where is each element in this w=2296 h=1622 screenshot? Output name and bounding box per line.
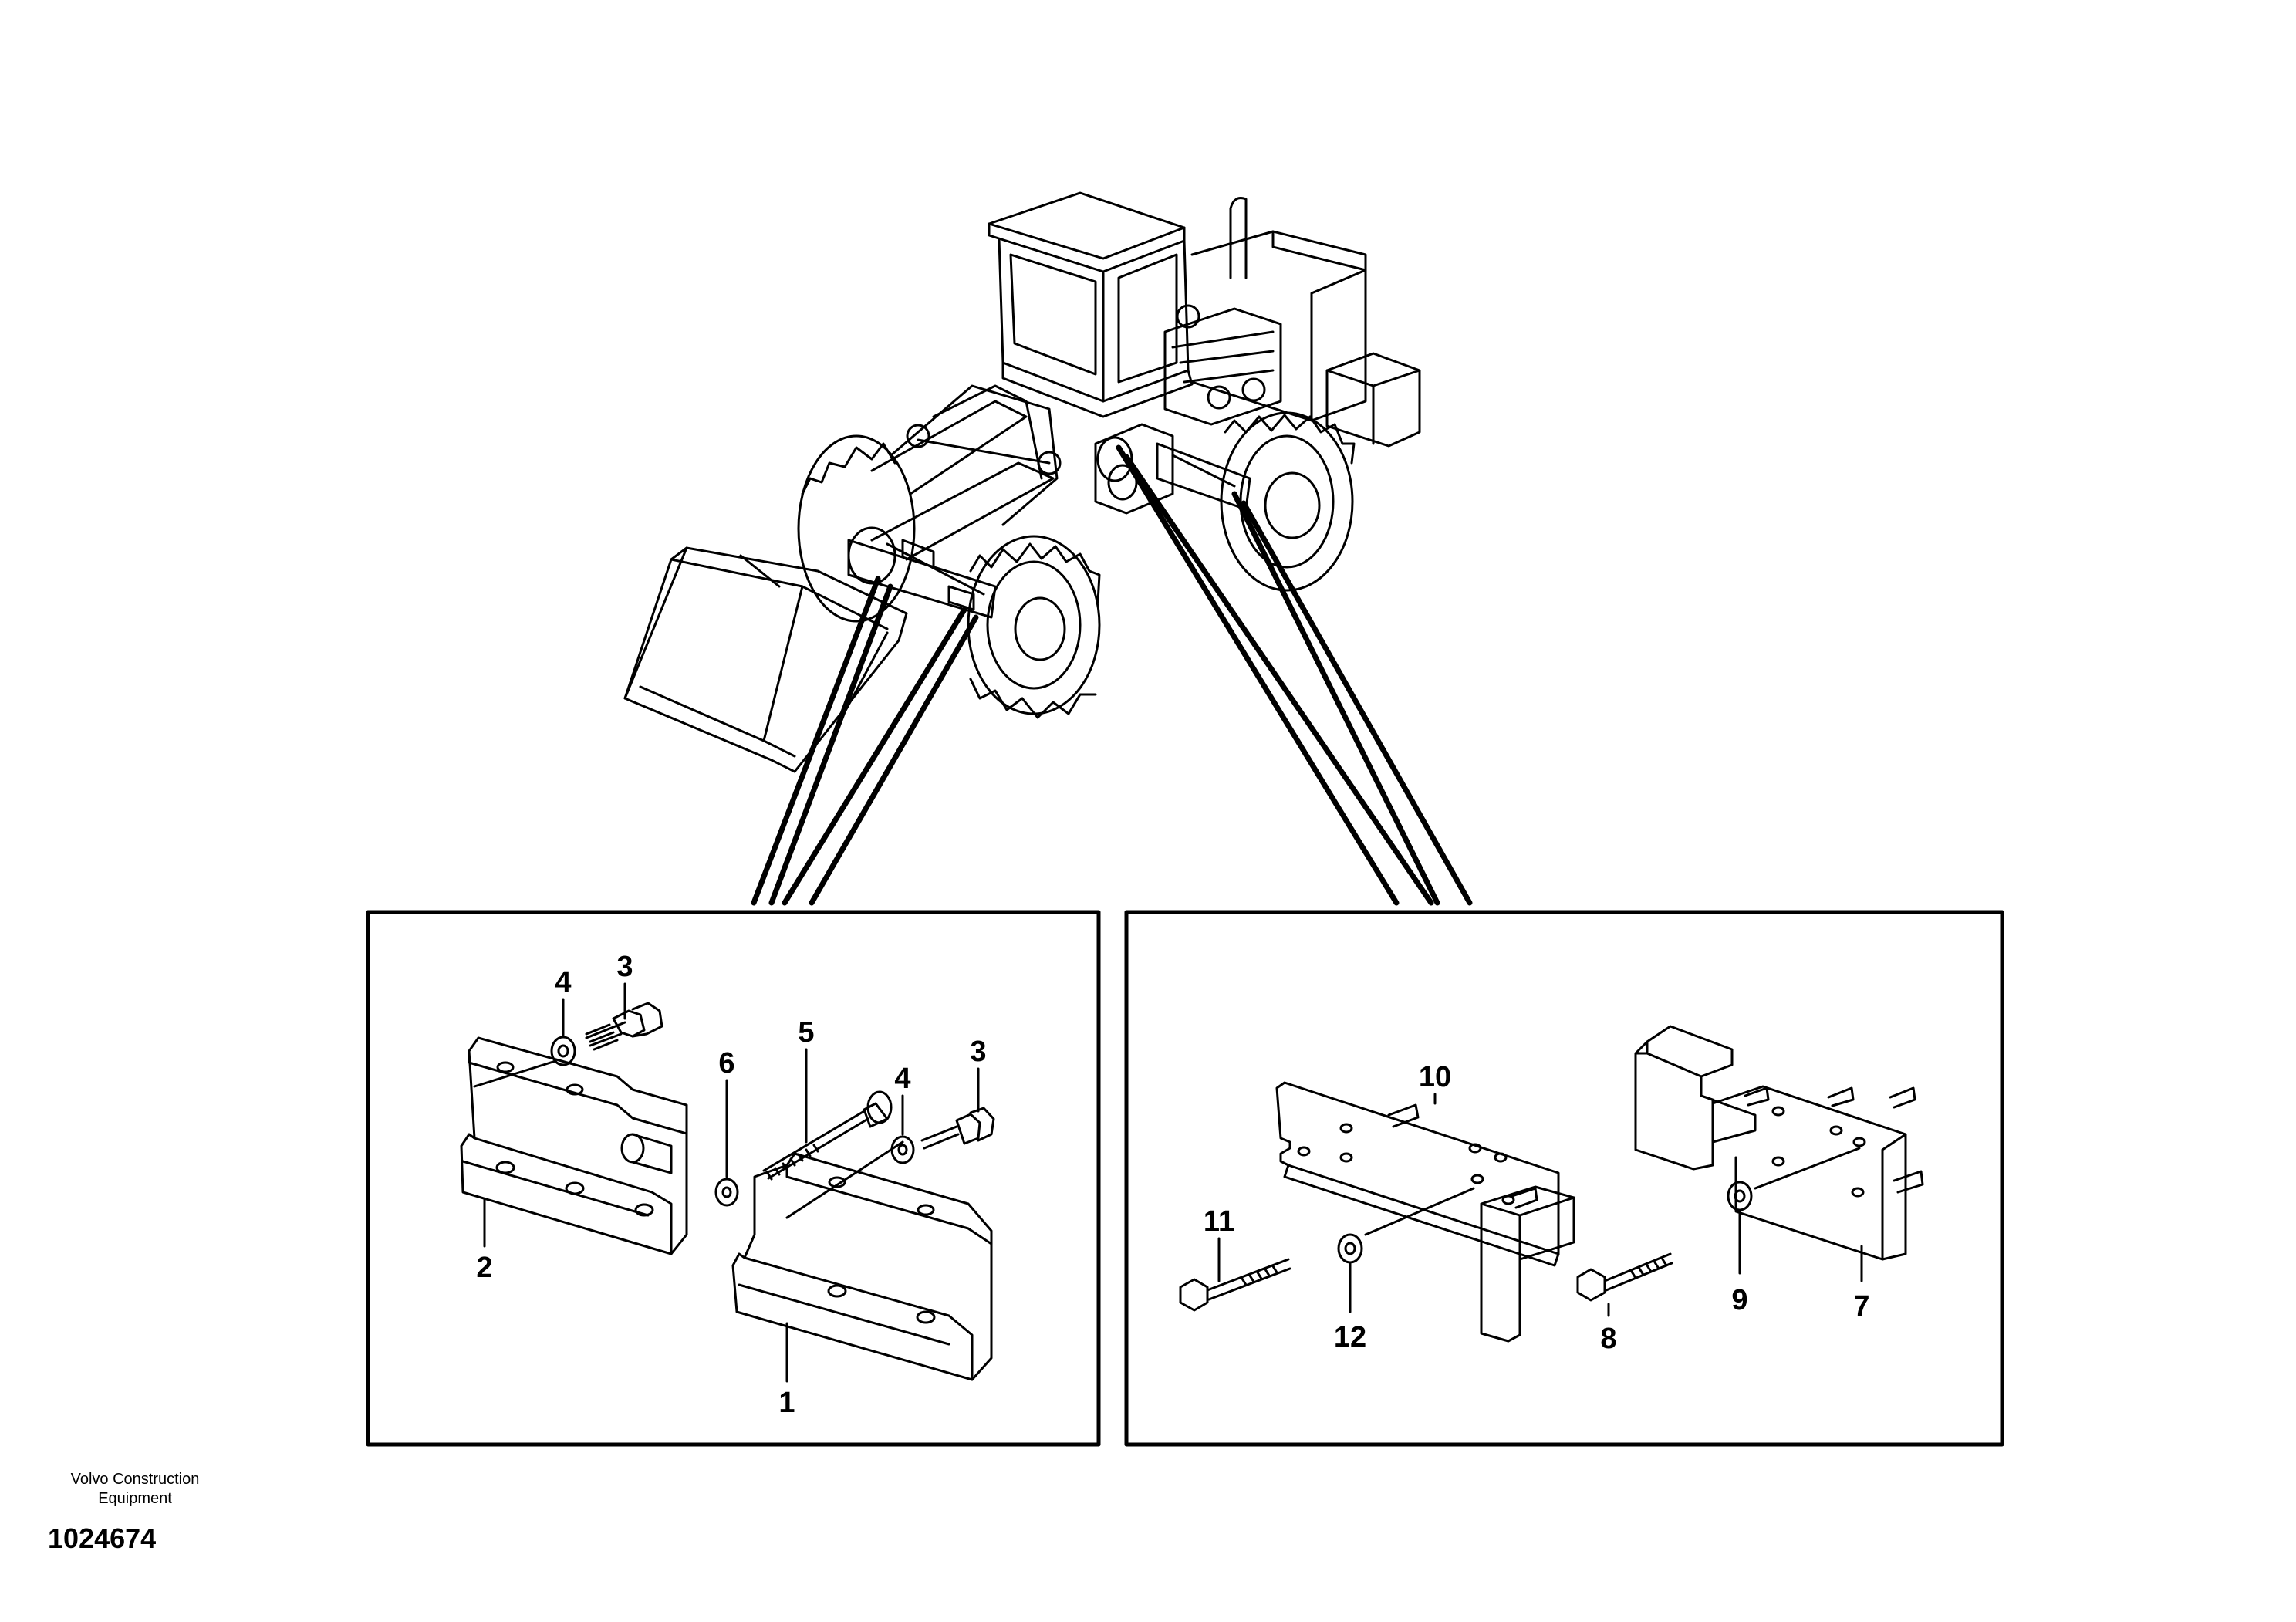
document-number: 1024674 [48, 1522, 157, 1554]
callout-9: 9 [1731, 1284, 1747, 1316]
callout-7: 7 [1853, 1290, 1869, 1323]
callout-10: 10 [1419, 1061, 1451, 1093]
callout-12: 12 [1334, 1321, 1366, 1353]
company-name-line1: Volvo Construction [70, 1471, 200, 1488]
callout-2: 2 [476, 1252, 492, 1284]
left-detail-panel [366, 910, 1101, 1447]
callout-3-right: 3 [970, 1036, 986, 1068]
callout-6: 6 [718, 1047, 734, 1080]
left-callouts: 1 2 3 4 5 6 4 3 [476, 951, 986, 1419]
right-detail-panel [1124, 910, 2004, 1447]
callout-3: 3 [616, 951, 633, 983]
footer: Volvo Construction Equipment 1024674 [46, 1470, 224, 1555]
company-name-line2: Equipment [98, 1490, 172, 1507]
wheel-loader-illustration [623, 191, 1421, 773]
callout-1: 1 [778, 1387, 795, 1419]
callout-8: 8 [1600, 1323, 1616, 1355]
callout-4-right: 4 [894, 1063, 910, 1095]
right-callouts: 7 8 9 10 11 12 [1204, 1061, 1870, 1355]
callout-11: 11 [1204, 1205, 1234, 1238]
leader-lines [751, 444, 1473, 906]
callout-4: 4 [555, 966, 571, 999]
callout-5: 5 [798, 1016, 814, 1049]
